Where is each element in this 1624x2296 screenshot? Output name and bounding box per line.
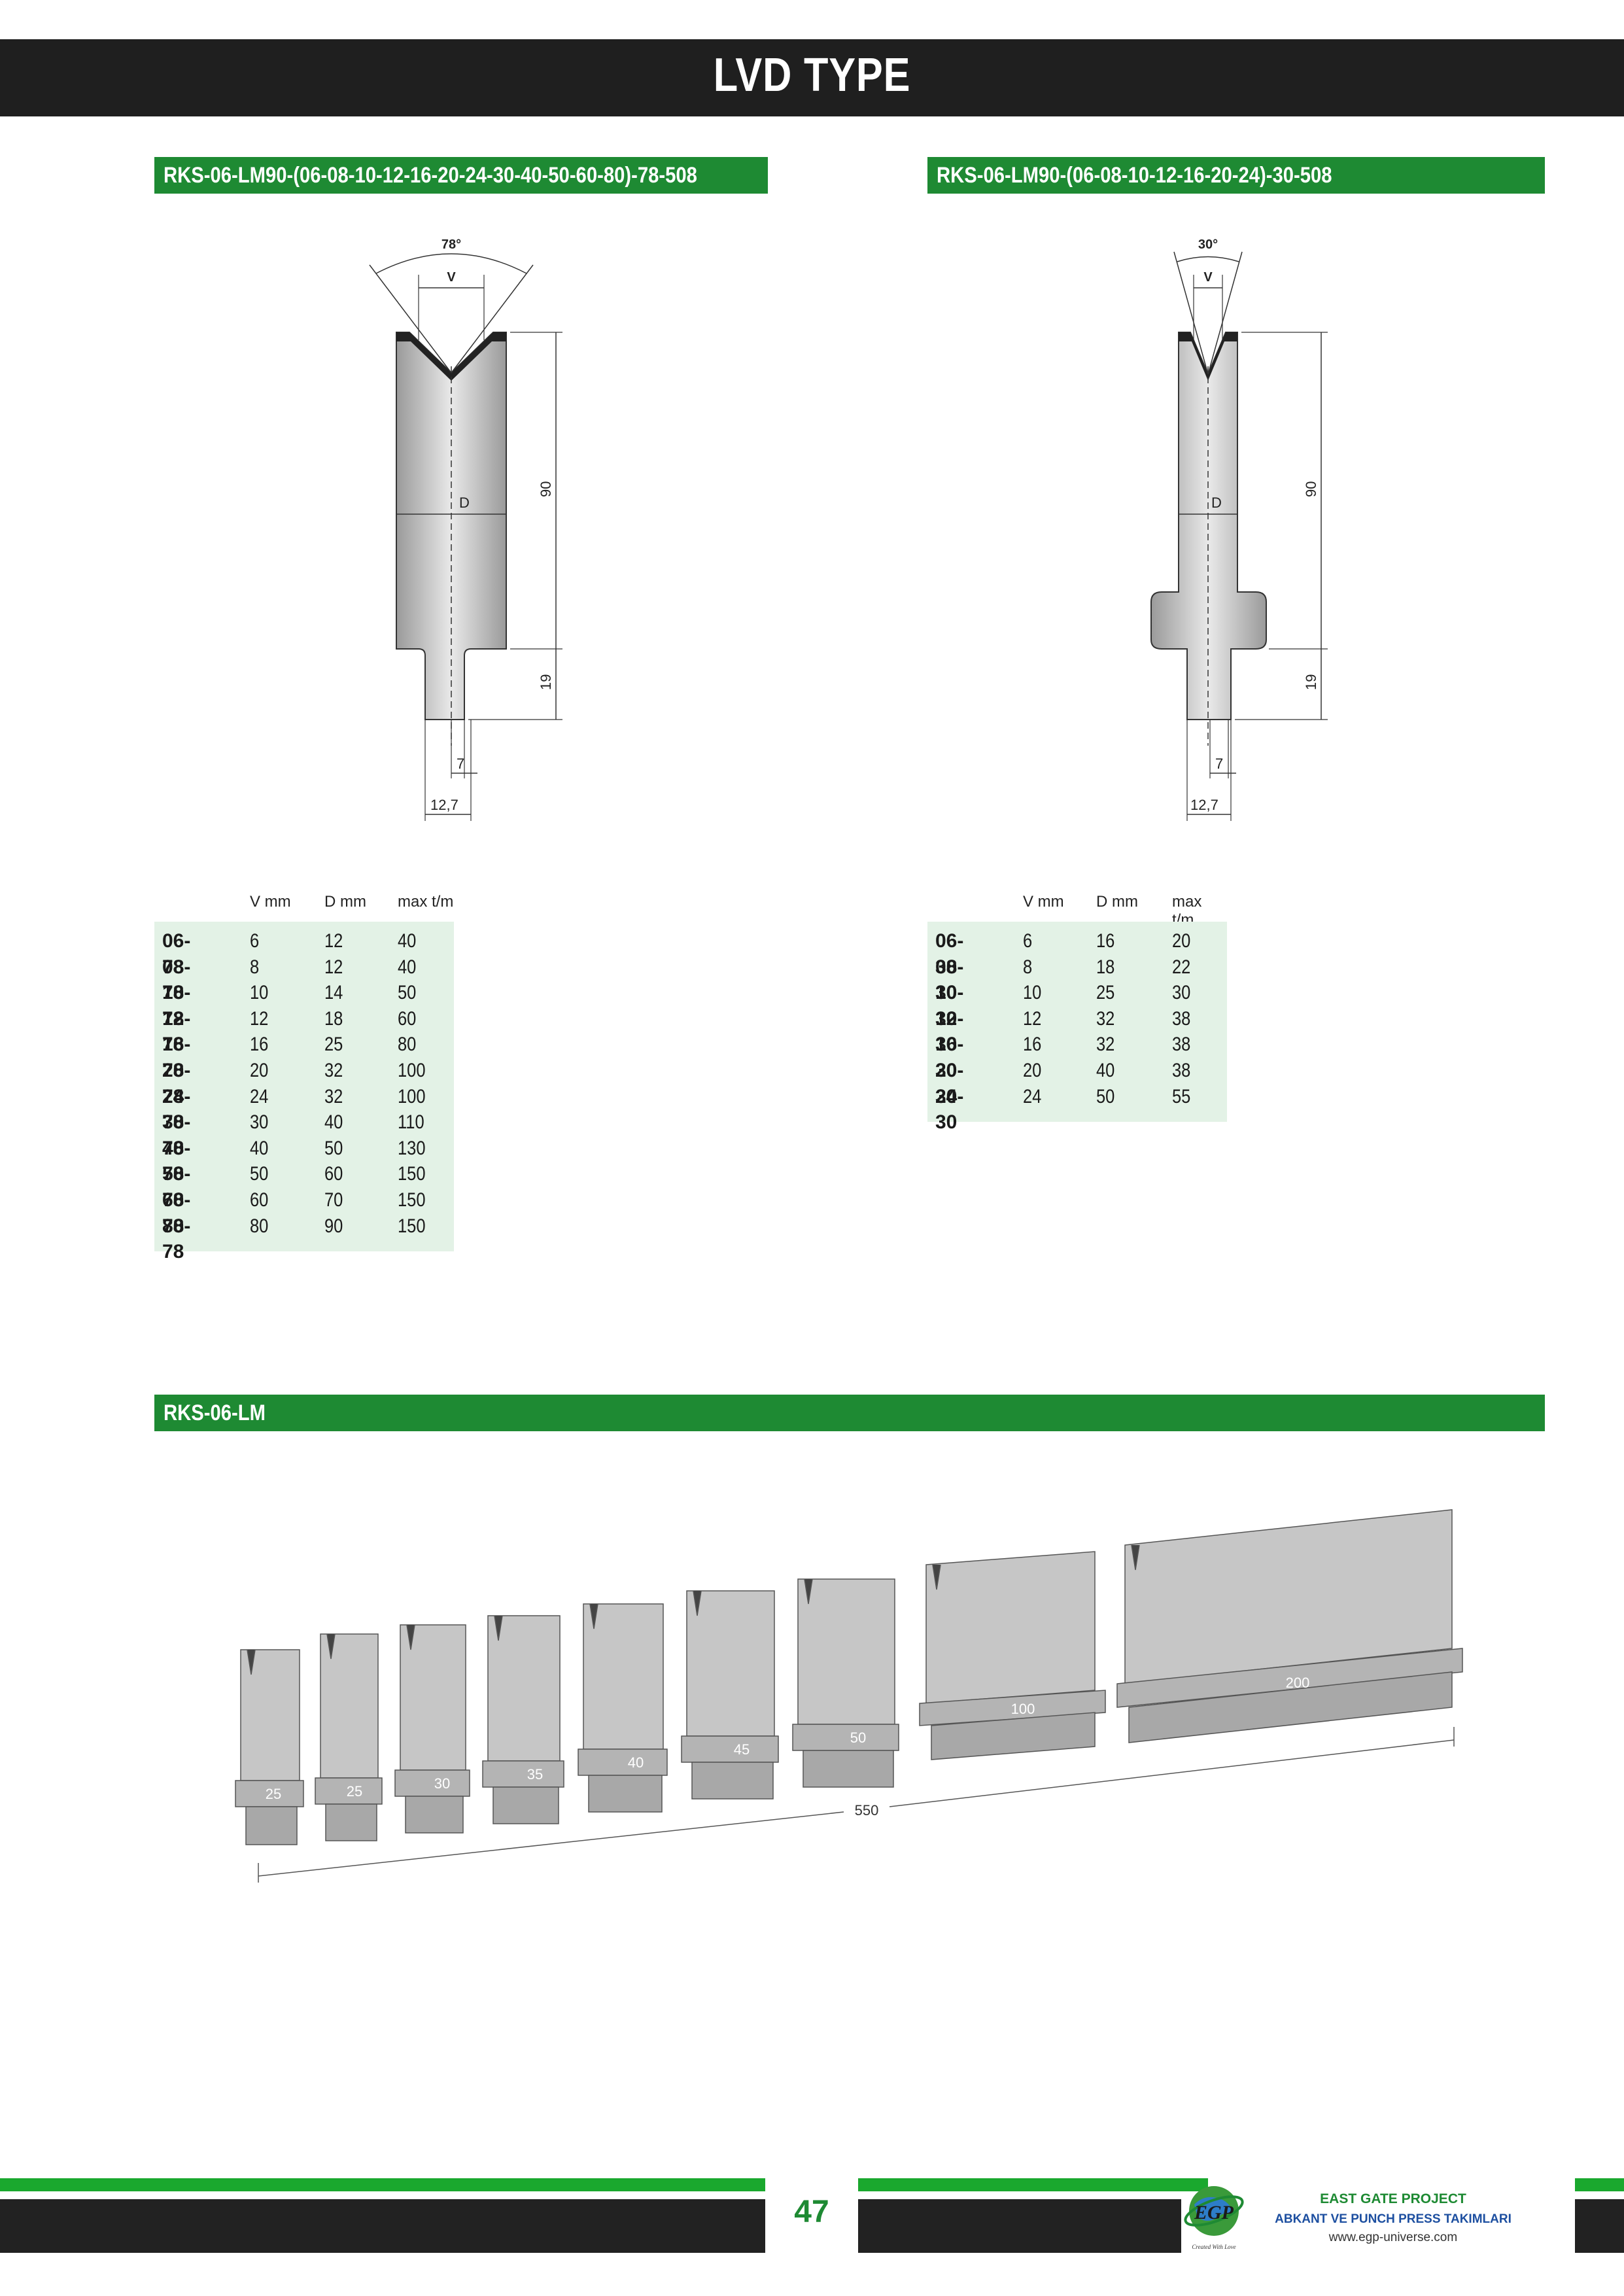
right-section-title: RKS-06-LM90-(06-08-10-12-16-20-24)-30-50… [937, 163, 1332, 188]
left-angle-label: 78° [441, 237, 461, 252]
header-bar: LVD TYPE [0, 39, 1624, 116]
segment-100 [919, 1551, 1106, 1760]
footer-dark-bar-right [1575, 2199, 1624, 2253]
segment-45 [681, 1590, 779, 1800]
company-subtitle: ABKANT VE PUNCH PRESS TAKIMLARI [1275, 2212, 1512, 2226]
footer-dark-bar-mid [858, 2199, 1181, 2253]
left-header-v: V mm [250, 893, 291, 911]
right-header-d: D mm [1096, 893, 1138, 911]
right-section-bar: RKS-06-LM90-(06-08-10-12-16-20-24)-30-50… [927, 157, 1545, 194]
right-header-max: max t/m [1172, 893, 1202, 929]
segment-35 [482, 1615, 564, 1824]
company-name: EAST GATE PROJECT [1320, 2191, 1466, 2206]
segment-label: 200 [1286, 1675, 1310, 1691]
segment-30 [394, 1624, 470, 1834]
left-height-90: 90 [538, 481, 554, 497]
page-number: 47 [794, 2195, 829, 2229]
total-length-label: 550 [855, 1802, 879, 1818]
company-url[interactable]: www.egp-universe.com [1328, 2231, 1458, 2244]
segment-label: 40 [628, 1754, 644, 1771]
footer-green-line-mid [858, 2178, 1208, 2191]
egp-logo-icon: EGP Created With Love [1184, 2186, 1244, 2250]
right-die-drawing: 30° V D 90 19 7 12,7 [1150, 237, 1328, 821]
segment-25b [315, 1633, 383, 1841]
segment-label: 25 [347, 1783, 362, 1800]
segment-label: 35 [527, 1766, 543, 1783]
left-section-title: RKS-06-LM90-(06-08-10-12-16-20-24-30-40-… [164, 163, 697, 188]
right-width-7: 7 [1215, 756, 1223, 772]
segment-label: 25 [266, 1786, 281, 1802]
segments-illustration: 25 25 30 35 40 45 50 100 200 550 [235, 1509, 1463, 1883]
left-height-19: 19 [538, 674, 554, 690]
left-width-127: 12,7 [430, 797, 458, 813]
logo-tagline: Created With Love [1192, 2244, 1235, 2250]
segment-200 [1116, 1509, 1463, 1743]
segment-40 [578, 1603, 668, 1813]
segments-section-title: RKS-06-LM [164, 1400, 266, 1425]
left-die-drawing: 78° V D 90 19 7 12,7 [369, 237, 562, 821]
right-d-label: D [1211, 495, 1222, 511]
right-header-v: V mm [1023, 893, 1064, 911]
segments-section-bar: RKS-06-LM [154, 1395, 1545, 1431]
page-title: LVD TYPE [713, 49, 911, 101]
left-d-label: D [459, 495, 470, 511]
footer-green-line-left [0, 2178, 765, 2191]
segment-label: 50 [850, 1730, 866, 1746]
left-header-d: D mm [324, 893, 366, 911]
segment-50 [792, 1578, 899, 1788]
segment-label: 45 [734, 1741, 750, 1758]
segment-label: 100 [1011, 1701, 1035, 1717]
right-width-127: 12,7 [1190, 797, 1218, 813]
right-v-label: V [1203, 270, 1213, 285]
footer-green-line-right [1575, 2178, 1624, 2191]
footer-dark-bar-left [0, 2199, 765, 2253]
left-width-7: 7 [457, 756, 464, 772]
segment-25a [235, 1649, 304, 1845]
left-header-max: max t/m [398, 893, 454, 911]
right-angle-label: 30° [1198, 237, 1218, 252]
right-height-19: 19 [1303, 674, 1319, 690]
logo-text: EGP [1194, 2202, 1234, 2223]
left-v-label: V [447, 270, 456, 285]
left-section-bar: RKS-06-LM90-(06-08-10-12-16-20-24-30-40-… [154, 157, 768, 194]
segment-label: 30 [434, 1775, 450, 1792]
right-height-90: 90 [1303, 481, 1319, 497]
